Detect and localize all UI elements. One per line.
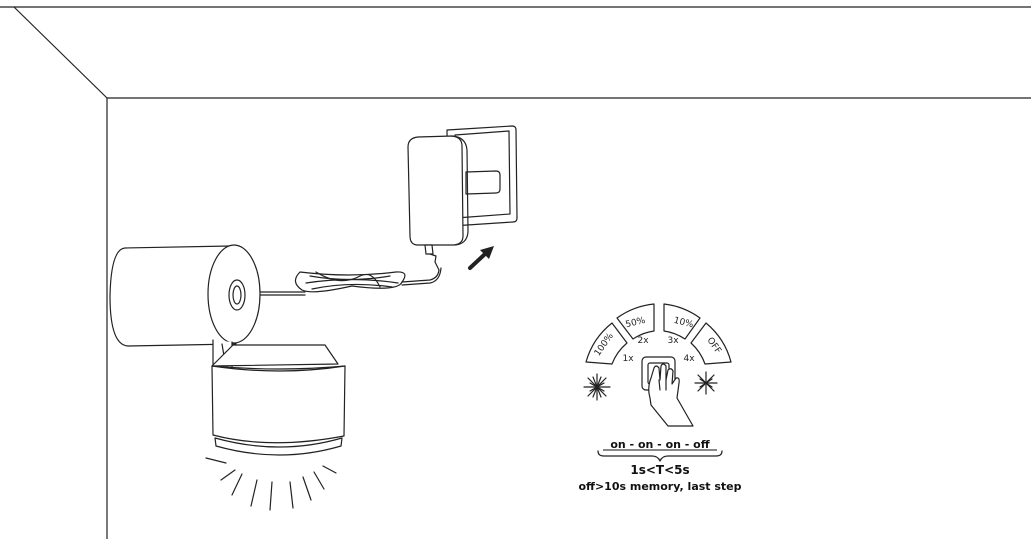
light-rays: [205, 457, 337, 511]
pressing-hand-icon: [648, 363, 694, 427]
dimmer-step-3-level: 10%: [673, 316, 695, 331]
sequence-text: on - on - on - off: [610, 438, 709, 451]
dimmer-step-2-presses: 2x: [637, 336, 649, 346]
power-adapter: [407, 135, 501, 271]
timing-text: 1s<T<5s: [630, 463, 689, 477]
dimmer-step-4-presses: 4x: [683, 354, 695, 364]
dimmer-step-2-level: 50%: [625, 316, 647, 331]
dim-light-icon: [694, 371, 718, 395]
dimmer-step-1-presses: 1x: [622, 354, 634, 364]
bright-light-icon: [583, 373, 611, 401]
insert-arrow-icon: [468, 246, 494, 270]
wall-spotlight: [109, 244, 346, 456]
room-corner-outline: [0, 6, 1031, 539]
coiled-cable: [257, 267, 442, 296]
dimmer-arc: [585, 303, 732, 365]
sequence-brace: [597, 450, 723, 462]
memory-text: off>10s memory, last step: [578, 480, 741, 493]
dimmer-step-3-presses: 3x: [667, 336, 679, 346]
